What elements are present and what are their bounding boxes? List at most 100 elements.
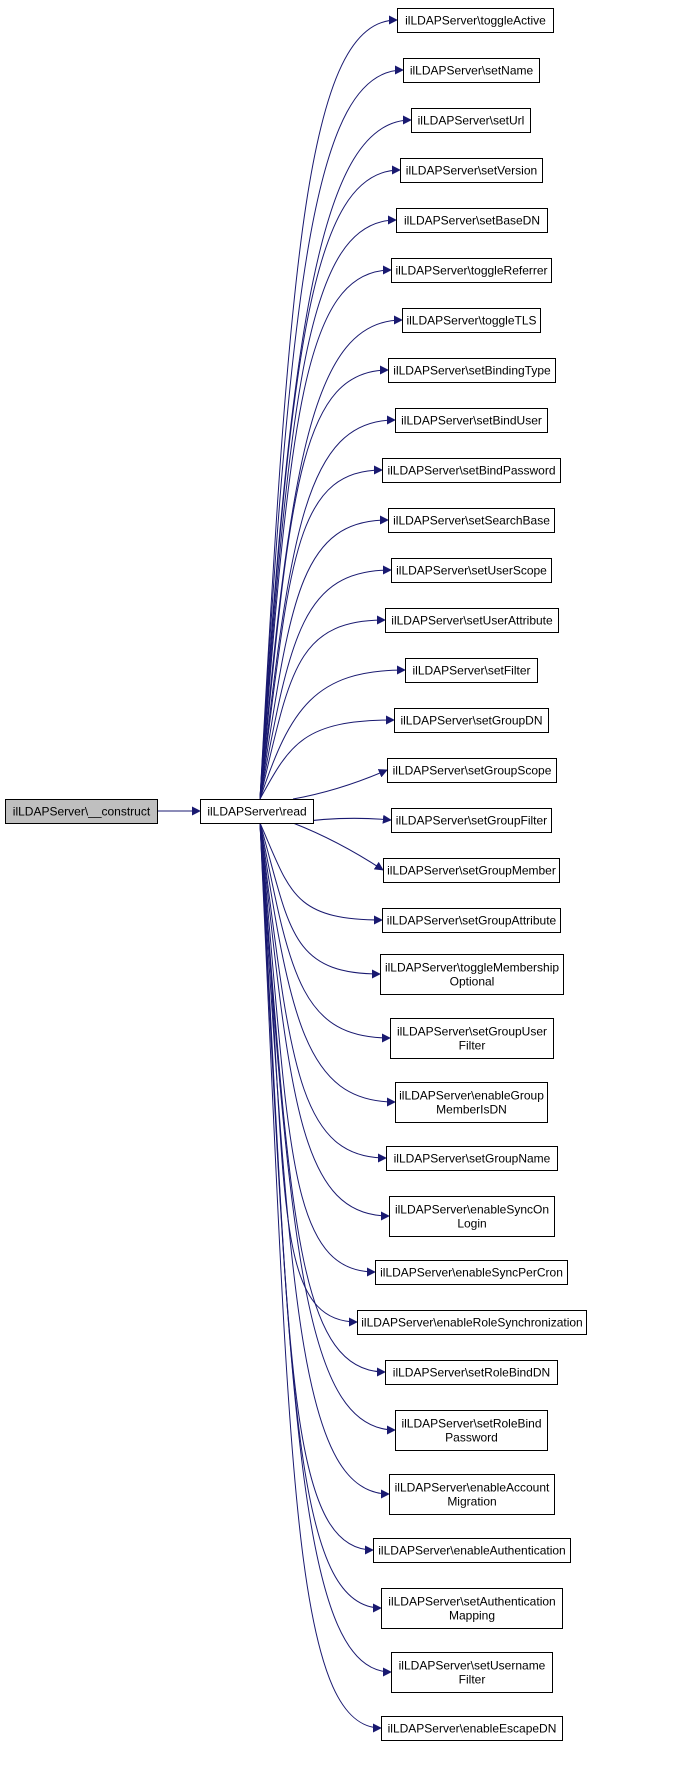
edge-read-to-illdapserver-enableescapedn [259,822,382,1733]
node-illdapserver-setauthenticationmapping-label: Mapping [449,1609,495,1623]
node-illdapserver-setfilter-label: ilLDAPServer\setFilter [412,664,530,678]
edge-read-to-illdapserver-enablegroupmemberisdn [259,822,396,1107]
node-illdapserver-setbinduser-label: ilLDAPServer\setBindUser [401,414,542,428]
edge-read-to-illdapserver-setgroupname [259,822,387,1163]
node-illdapserver-setgroupname-label: ilLDAPServer\setGroupName [394,1152,551,1166]
node-illdapserver-setgroupuserfilter-box [390,1018,554,1059]
edge-read-to-illdapserver-setrolebindpassword [259,822,396,1435]
edge-read-to-illdapserver-setuserscope [259,565,392,800]
node-illdapserver-enablegroupmemberisdn-label: ilLDAPServer\enableGroup [399,1089,544,1103]
node-illdapserver-enablesyncpercron-box [375,1260,568,1285]
node-read[interactable]: ilLDAPServer\read [200,799,314,824]
node-illdapserver-setgroupattribute-label: ilLDAPServer\setGroupAttribute [387,914,557,928]
node-illdapserver-enableaccountmigration-label: Migration [447,1495,496,1509]
node-illdapserver-setbasedn[interactable]: ilLDAPServer\setBaseDN [396,208,548,233]
edge-read-to-illdapserver-setfilter [259,665,406,800]
node-illdapserver-setname-box [403,58,540,83]
node-illdapserver-setrolebinddn[interactable]: ilLDAPServer\setRoleBindDN [385,1360,558,1385]
node-illdapserver-togglereferrer-label: ilLDAPServer\toggleReferrer [395,264,547,278]
node-illdapserver-setgroupfilter-box [391,808,552,833]
node-illdapserver-toggleactive[interactable]: ilLDAPServer\toggleActive [397,8,554,33]
node-illdapserver-setusernamefilter-box [391,1652,553,1693]
edge-read-to-illdapserver-setbindpassword [259,465,383,800]
node-illdapserver-setfilter[interactable]: ilLDAPServer\setFilter [405,658,538,683]
node-illdapserver-setgroupmember-label: ilLDAPServer\setGroupMember [387,864,556,878]
node-illdapserver-setrolebinddn-label: ilLDAPServer\setRoleBindDN [393,1366,550,1380]
edge-read-to-illdapserver-enableaccountmigration [259,822,390,1499]
node-illdapserver-enablerolesynchronization[interactable]: ilLDAPServer\enableRoleSynchronization [357,1310,587,1335]
node-illdapserver-setname[interactable]: ilLDAPServer\setName [403,58,540,83]
node-illdapserver-togglereferrer[interactable]: ilLDAPServer\toggleReferrer [391,258,552,283]
node-illdapserver-setgroupuserfilter-label: Filter [459,1039,486,1053]
node-illdapserver-setusernamefilter-label: ilLDAPServer\setUsername [399,1659,546,1673]
node-illdapserver-setrolebindpassword-label: Password [445,1431,498,1445]
edge-read-to-illdapserver-setrolebinddn [259,822,386,1377]
node-illdapserver-setbindpassword[interactable]: ilLDAPServer\setBindPassword [382,458,561,483]
node-illdapserver-enablesyncpercron-label: ilLDAPServer\enableSyncPerCron [380,1266,563,1280]
node-illdapserver-setgroupdn[interactable]: ilLDAPServer\setGroupDN [394,708,549,733]
node-illdapserver-setgroupmember-box [383,858,560,883]
node-construct-box [5,799,158,824]
node-illdapserver-enablesynconlogin-box [389,1196,555,1237]
node-illdapserver-enableaccountmigration-box [389,1474,555,1515]
edge-read-to-illdapserver-setgroupdn [259,715,395,800]
node-illdapserver-setgroupscope[interactable]: ilLDAPServer\setGroupScope [387,758,557,783]
node-construct[interactable]: ilLDAPServer\__construct [5,799,158,824]
node-illdapserver-setuserattribute[interactable]: ilLDAPServer\setUserAttribute [385,608,559,633]
node-illdapserver-setgroupuserfilter-label: ilLDAPServer\setGroupUser [397,1025,547,1039]
node-illdapserver-enableaccountmigration-label: ilLDAPServer\enableAccount [395,1481,550,1495]
node-illdapserver-setuserattribute-box [385,608,559,633]
edge-read-to-illdapserver-setusernamefilter [259,822,392,1677]
node-illdapserver-setgroupname[interactable]: ilLDAPServer\setGroupName [386,1146,558,1171]
edge-read-to-illdapserver-setsearchbase [259,515,389,800]
edge-read-to-illdapserver-setgroupmember [292,822,384,871]
edge-read-to-illdapserver-enablerolesynchronization [259,822,358,1327]
node-illdapserver-seturl[interactable]: ilLDAPServer\setUrl [411,108,531,133]
node-illdapserver-setauthenticationmapping-box [381,1588,563,1629]
node-illdapserver-setbindingtype[interactable]: ilLDAPServer\setBindingType [388,358,556,383]
edge-read-to-illdapserver-toggleactive [259,15,398,800]
node-illdapserver-setgroupdn-box [394,708,549,733]
node-illdapserver-setgroupfilter[interactable]: ilLDAPServer\setGroupFilter [391,808,552,833]
node-illdapserver-setgroupmember[interactable]: ilLDAPServer\setGroupMember [383,858,560,883]
edge-read-to-illdapserver-setname [259,65,404,800]
edge-read-to-illdapserver-togglemembershipoptional [259,822,381,979]
node-illdapserver-toggletls-label: ilLDAPServer\toggleTLS [406,314,536,328]
node-illdapserver-setbasedn-label: ilLDAPServer\setBaseDN [404,214,540,228]
node-illdapserver-togglereferrer-box [391,258,552,283]
node-illdapserver-setgroupfilter-label: ilLDAPServer\setGroupFilter [396,814,547,828]
edge-read-to-illdapserver-enablesyncpercron [259,822,376,1277]
edges [157,15,412,1733]
node-illdapserver-setbindpassword-label: ilLDAPServer\setBindPassword [387,464,555,478]
node-illdapserver-toggletls-box [402,308,541,333]
node-illdapserver-setgroupscope-label: ilLDAPServer\setGroupScope [393,764,552,778]
node-illdapserver-setgroupscope-box [387,758,557,783]
node-illdapserver-setsearchbase[interactable]: ilLDAPServer\setSearchBase [388,508,555,533]
node-illdapserver-enablerolesynchronization-box [357,1310,587,1335]
node-illdapserver-togglemembershipoptional-label: ilLDAPServer\toggleMembership [385,961,559,975]
node-illdapserver-enablesyncpercron[interactable]: ilLDAPServer\enableSyncPerCron [375,1260,568,1285]
node-illdapserver-enablesynconlogin-label: Login [457,1217,486,1231]
node-illdapserver-setgroupattribute[interactable]: ilLDAPServer\setGroupAttribute [382,908,561,933]
node-illdapserver-toggletls[interactable]: ilLDAPServer\toggleTLS [402,308,541,333]
edge-read-to-illdapserver-enablesynconlogin [259,822,390,1221]
node-illdapserver-enablegroupmemberisdn-box [395,1082,548,1123]
edge-read-to-illdapserver-setuserattribute [259,615,386,800]
node-illdapserver-setgroupdn-label: ilLDAPServer\setGroupDN [400,714,542,728]
node-illdapserver-enableescapedn[interactable]: ilLDAPServer\enableEscapeDN [381,1716,563,1741]
node-illdapserver-enableescapedn-label: ilLDAPServer\enableEscapeDN [388,1722,557,1736]
node-illdapserver-setbindpassword-box [382,458,561,483]
node-illdapserver-setversion[interactable]: ilLDAPServer\setVersion [400,158,543,183]
node-illdapserver-setuserscope[interactable]: ilLDAPServer\setUserScope [391,558,552,583]
node-illdapserver-setbinduser[interactable]: ilLDAPServer\setBindUser [395,408,548,433]
node-illdapserver-enableauthentication[interactable]: ilLDAPServer\enableAuthentication [373,1538,571,1563]
